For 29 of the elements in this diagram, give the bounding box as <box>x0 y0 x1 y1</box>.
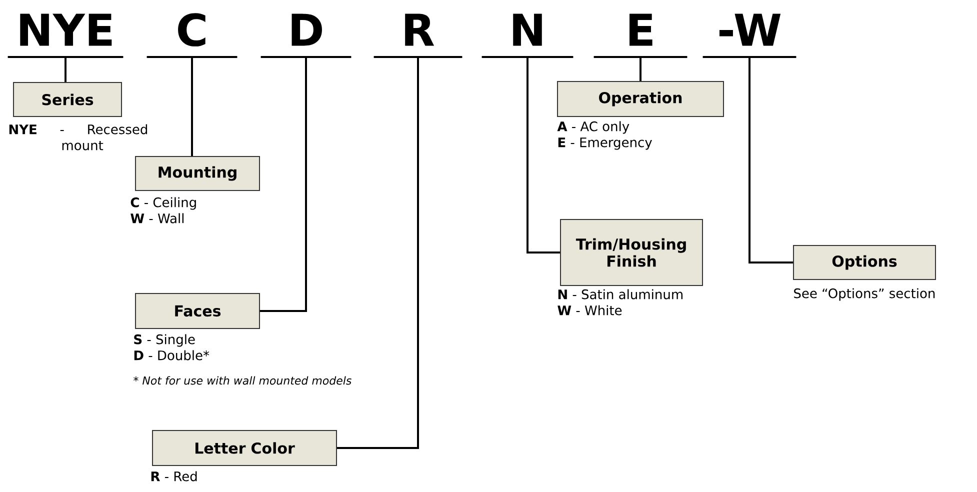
footnote: * Not for use with wall mounted models <box>134 376 352 385</box>
code-letter: NYE <box>8 14 124 58</box>
connector-line <box>640 57 642 81</box>
category-box: Faces <box>135 293 260 329</box>
category-box: Operation <box>557 81 724 117</box>
option-list: A - AC only E - Emergency <box>557 121 652 150</box>
option-list: C - Ceiling W - Wall <box>130 197 196 224</box>
category-box: Options <box>793 245 936 280</box>
option-list: R - Red <box>151 471 197 482</box>
category-box: Series <box>13 82 122 117</box>
category-box: Letter Color <box>152 430 337 466</box>
code-letter: C <box>146 13 238 58</box>
code-letter: D <box>260 14 352 58</box>
connector-line <box>260 57 307 312</box>
option-list: NYE - Recessed mount <box>9 124 148 150</box>
connector-line <box>191 57 193 156</box>
connector-line <box>64 57 67 82</box>
code-letter: N <box>482 14 574 58</box>
connector-line <box>337 57 419 449</box>
connector-line <box>748 57 793 264</box>
code-letter: E <box>594 14 688 58</box>
code-letter: -W <box>702 14 796 58</box>
option-list: S - Single D - Double* <box>134 334 210 360</box>
connector-line <box>526 57 560 254</box>
category-box: Mounting <box>135 156 260 191</box>
option-list: N - Satin aluminum W - White <box>558 289 682 316</box>
option-list: See “Options” section <box>794 288 935 301</box>
category-box: Trim/Housing Finish <box>560 219 703 286</box>
code-letter: R <box>374 14 462 58</box>
